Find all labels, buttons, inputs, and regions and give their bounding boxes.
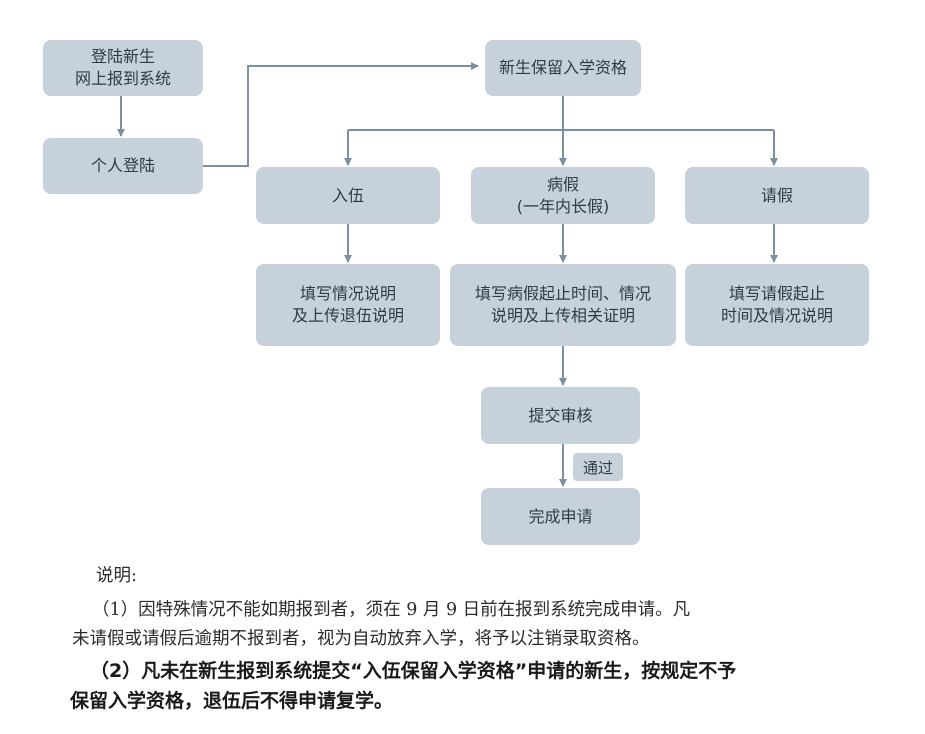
branch-sick-label: 病假 (一年内长假) (516, 174, 610, 216)
note-1-line-1: （1）因特殊情况不能如期报到者，须在 9 月 9 日前在报到系统完成申请。凡 (92, 600, 691, 620)
note-2-line-1: （2）凡未在新生报到系统提交“入伍保留入学资格”申请的新生，按规定不予 (90, 660, 737, 682)
branch-sick-box: 病假 (一年内长假) (471, 167, 655, 224)
start-system-label: 登陆新生 网上报到系统 (74, 47, 171, 88)
branch-enlist-box: 入伍 (256, 167, 440, 224)
reserve-admission-label: 新生保留入学资格 (498, 58, 627, 77)
complete-application-label: 完成申请 (528, 506, 593, 526)
fill-sick-label: 填写病假起止时间、情况 说明及上传相关证明 (474, 284, 651, 325)
pass-label-tag: 通过 (573, 453, 623, 481)
fill-enlist-box: 填写情况说明 及上传退伍说明 (256, 264, 440, 346)
flow-connectors (117, 62, 778, 487)
notes-heading: 说明: (96, 566, 137, 586)
complete-application-box: 完成申请 (481, 488, 640, 545)
fill-sick-box: 填写病假起止时间、情况 说明及上传相关证明 (450, 264, 676, 346)
login-label: 个人登陆 (90, 156, 155, 175)
note-1-line-2: 未请假或请假后逾期不报到者，视为自动放弃入学，将予以注销录取资格。 (72, 629, 650, 649)
branch-enlist-label: 入伍 (331, 185, 364, 205)
fill-leave-box: 填写请假起止 时间及情况说明 (685, 264, 869, 346)
note-2-line-2: 保留入学资格，退伍后不得申请复学。 (70, 690, 394, 712)
login-box: 个人登陆 (43, 138, 203, 194)
branch-leave-box: 请假 (685, 167, 869, 224)
pass-label: 通过 (582, 458, 613, 477)
submit-review-box: 提交审核 (481, 387, 640, 444)
start-system-box: 登陆新生 网上报到系统 (43, 40, 203, 96)
submit-review-label: 提交审核 (528, 405, 593, 425)
reserve-admission-box: 新生保留入学资格 (485, 40, 641, 96)
fill-leave-label: 填写请假起止 时间及情况说明 (720, 284, 833, 325)
branch-leave-label: 请假 (760, 185, 793, 205)
arrow-login-to-reserve (203, 62, 479, 167)
fill-enlist-label: 填写情况说明 及上传退伍说明 (291, 284, 404, 325)
